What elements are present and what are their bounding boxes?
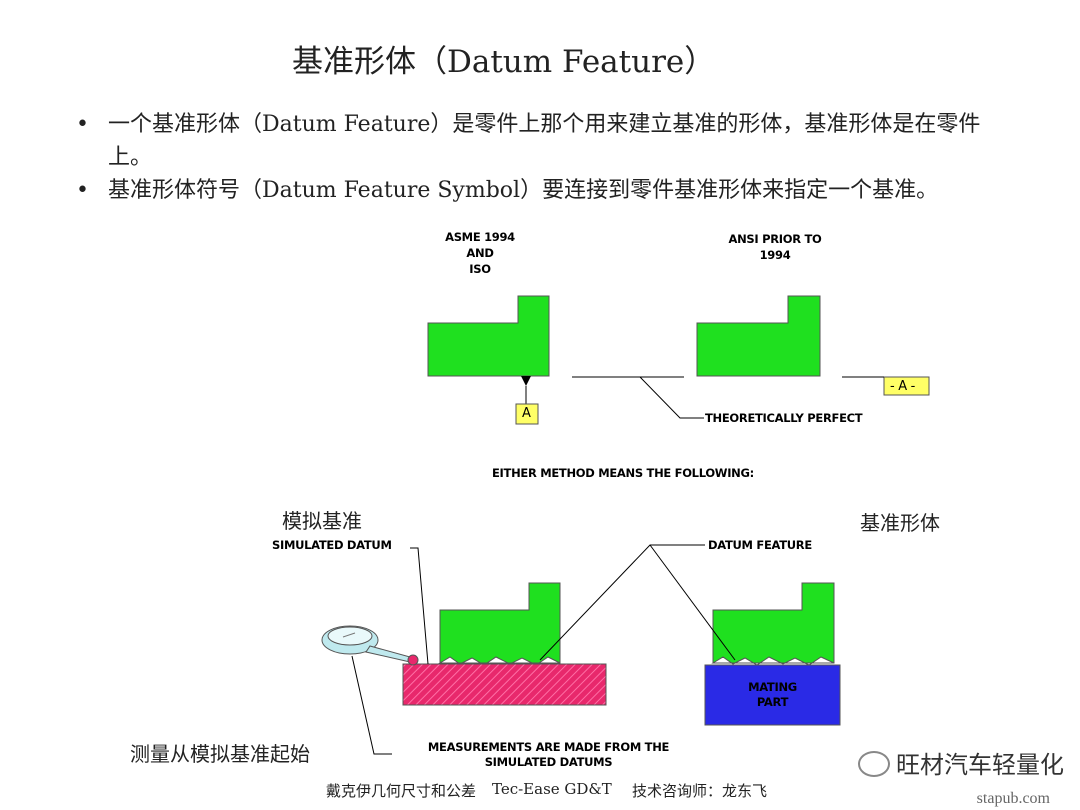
either-method-label: EITHER METHOD MEANS THE FOLLOWING: (492, 466, 754, 480)
measure-leader (351, 655, 392, 755)
datum-feature-leader-b (649, 544, 736, 661)
measurements-line: MEASUREMENTS ARE MADE FROM THE (427, 740, 670, 754)
bullet-item: 一个基准形体（Datum Feature）是零件上那个用来建立基准的形体，基准形… (76, 108, 1016, 174)
brand-logo: 旺材汽车轻量化 (858, 745, 1064, 780)
mating-part (704, 664, 841, 726)
datum-box-old (883, 376, 930, 396)
datum-triangle (521, 376, 531, 386)
perfect-leader (639, 376, 704, 419)
bullet-item: 基准形体符号（Datum Feature Symbol）要连接到零件基准形体来指… (76, 174, 1016, 207)
header-ansi-line: 1994 (759, 248, 791, 262)
indicator-tip (407, 654, 419, 666)
wechat-icon (858, 750, 890, 777)
measurements-line: SIMULATED DATUMS (484, 755, 613, 769)
header-asme-line: ASME 1994 (445, 230, 515, 244)
brand-text: 旺材汽车轻量化 (896, 751, 1064, 779)
datum-feature-cn: 基准形体 (860, 511, 940, 535)
datum-box-new (515, 403, 539, 425)
datum-feature-label: DATUM FEATURE (708, 538, 812, 552)
measurements-label: MEASUREMENTS ARE MADE FROM THE SIMULATED… (396, 740, 701, 770)
theoretically-perfect-label: THEORETICALLY PERFECT (705, 411, 863, 425)
footer-middle: Tec-Ease GD&T (492, 780, 612, 798)
part-bottom-right (712, 582, 835, 664)
simulated-datum-cn: 模拟基准 (282, 509, 362, 533)
footer-right: 技术咨询师：龙东飞 (632, 782, 768, 800)
part-top-right (696, 295, 821, 377)
watermark: stapub.com (976, 790, 1050, 807)
header-ansi: ANSI PRIOR TO 1994 (705, 231, 845, 263)
simulated-datum-label: SIMULATED DATUM (272, 538, 392, 552)
header-asme: ASME 1994 AND ISO (440, 229, 520, 277)
part-surface-irregular (438, 656, 561, 666)
header-ansi-line: ANSI PRIOR TO (728, 232, 822, 246)
measure-cn: 测量从模拟基准起始 (130, 742, 310, 766)
simulated-datum-leader (410, 547, 429, 665)
datum-letter-old: - A - (890, 379, 916, 394)
bullet-list: 一个基准形体（Datum Feature）是零件上那个用来建立基准的形体，基准形… (76, 108, 1016, 207)
footer-left: 戴克伊几何尺寸和公差 (326, 782, 477, 800)
header-asme-line: ISO (469, 262, 491, 276)
header-asme-line: AND (466, 246, 494, 260)
page-title: 基准形体（Datum Feature） (292, 44, 716, 80)
datum-letter-new: A (522, 406, 531, 421)
part-top-left (427, 295, 550, 377)
mating-part-line: PART (756, 695, 789, 709)
mating-part-label: MATING PART (705, 680, 840, 710)
datum-feature-leader-a (539, 544, 705, 661)
mating-part-line: MATING (748, 680, 797, 694)
part-bottom-left (439, 582, 561, 664)
surface-plate (402, 663, 607, 706)
